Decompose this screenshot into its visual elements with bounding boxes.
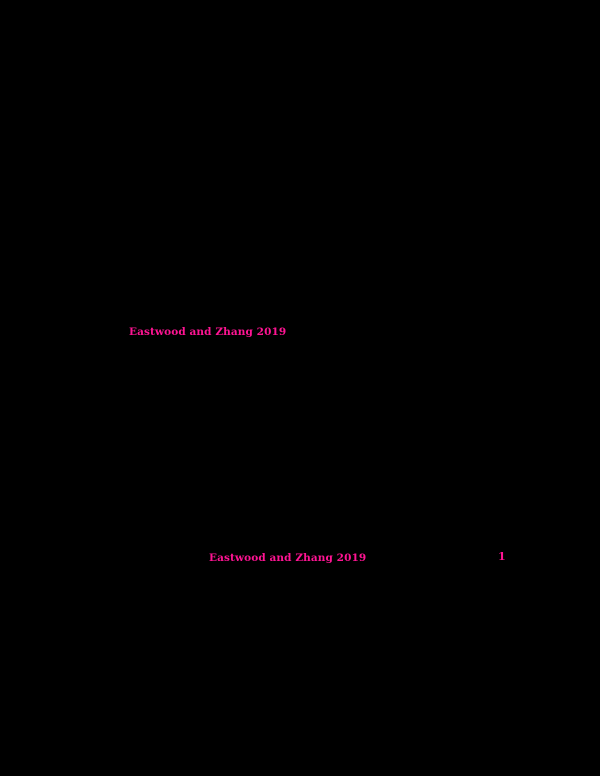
citation-link[interactable]: Eastwood and Zhang 2019 xyxy=(129,326,287,338)
citation-link[interactable]: Eastwood and Zhang 2019 xyxy=(209,552,367,564)
footnote-marker-link[interactable]: 1 xyxy=(498,550,506,563)
